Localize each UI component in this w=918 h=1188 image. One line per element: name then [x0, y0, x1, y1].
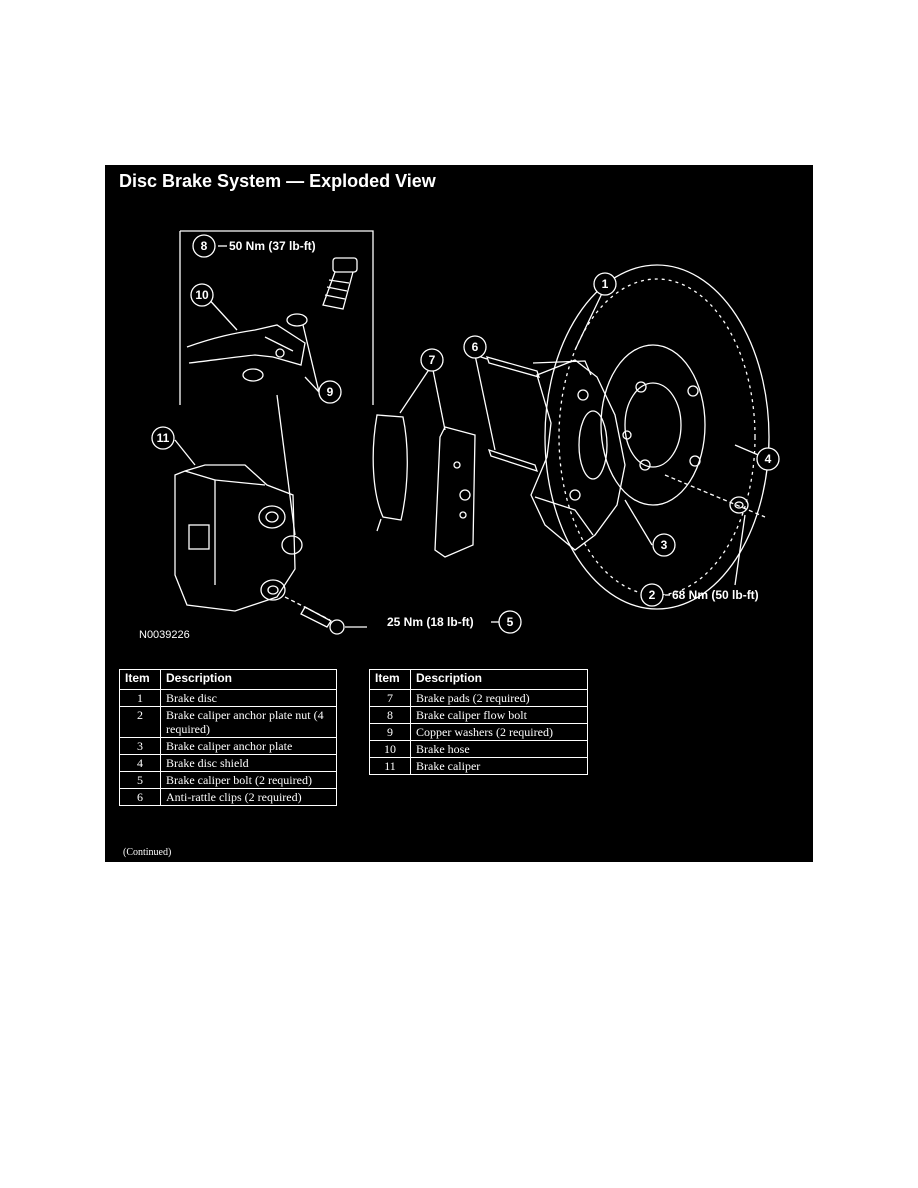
- item-number: 7: [369, 689, 411, 707]
- item-description: Brake hose: [410, 740, 588, 758]
- item-number: 3: [119, 737, 161, 755]
- anchor-plate-icon: [530, 359, 632, 551]
- callout-7: 7: [429, 353, 436, 367]
- torque-flow-bolt: 50 Nm (37 lb-ft): [229, 239, 316, 253]
- torque-caliper-bolt: 25 Nm (18 lb-ft): [387, 615, 474, 629]
- figure-code: N0039226: [139, 629, 190, 641]
- lower-washer-icon: [242, 368, 264, 382]
- item-description: Copper washers (2 required): [410, 723, 588, 741]
- upper-washer-icon: [286, 313, 308, 327]
- item-number: 11: [369, 757, 411, 775]
- anti-rattle-clips-icon: [485, 356, 541, 473]
- item-number: 8: [369, 706, 411, 724]
- flow-bolt-icon: [322, 257, 358, 310]
- table-header-row: Item Description: [369, 669, 588, 690]
- callout-3: 3: [661, 538, 668, 552]
- header-item: Item: [369, 669, 411, 690]
- item-number: 1: [119, 689, 161, 707]
- item-description: Brake caliper flow bolt: [410, 706, 588, 724]
- item-number: 9: [369, 723, 411, 741]
- callout-1: 1: [602, 277, 609, 291]
- inset-frame: [180, 230, 374, 405]
- item-number: 10: [369, 740, 411, 758]
- callout-6: 6: [472, 340, 479, 354]
- item-description: Anti-rattle clips (2 required): [160, 788, 337, 806]
- brake-diagram: 8 10 9 11 7 6 1 4 3 2 5 50 Nm (37 lb-ft)…: [151, 230, 780, 635]
- brake-disc-icon: [544, 264, 770, 610]
- brake-pads-icon: [372, 414, 476, 558]
- callout-5: 5: [507, 615, 514, 629]
- anchor-nut-icon: [664, 474, 766, 518]
- item-description: Brake caliper bolt (2 required): [160, 771, 337, 789]
- table-header-row: Item Description: [119, 669, 337, 690]
- header-description: Description: [160, 669, 337, 690]
- callout-4: 4: [765, 452, 772, 466]
- item-description: Brake caliper anchor plate nut (4 requir…: [160, 706, 337, 738]
- brake-caliper-icon: [174, 464, 303, 612]
- callout-9: 9: [327, 385, 334, 399]
- continued-note: (Continued): [123, 847, 172, 858]
- item-number: 2: [119, 706, 161, 738]
- callout-10: 10: [195, 288, 209, 302]
- item-description: Brake caliper anchor plate: [160, 737, 337, 755]
- item-description: Brake disc: [160, 689, 337, 707]
- torque-anchor-nut: 68 Nm (50 lb-ft): [672, 588, 759, 602]
- callout-2: 2: [649, 588, 656, 602]
- figure-title: Disc Brake System — Exploded View: [119, 171, 436, 191]
- item-number: 6: [119, 788, 161, 806]
- header-description: Description: [410, 669, 588, 690]
- item-number: 4: [119, 754, 161, 772]
- exploded-view-figure: Disc Brake System — Exploded View: [105, 165, 813, 862]
- header-item: Item: [119, 669, 161, 690]
- callout-11: 11: [157, 431, 170, 445]
- item-description: Brake caliper: [410, 757, 588, 775]
- callout-8: 8: [201, 239, 208, 253]
- caliper-bolt-icon: [284, 596, 345, 635]
- item-description: Brake disc shield: [160, 754, 337, 772]
- item-description: Brake pads (2 required): [410, 689, 588, 707]
- item-number: 5: [119, 771, 161, 789]
- brake-hose-icon: [186, 324, 306, 366]
